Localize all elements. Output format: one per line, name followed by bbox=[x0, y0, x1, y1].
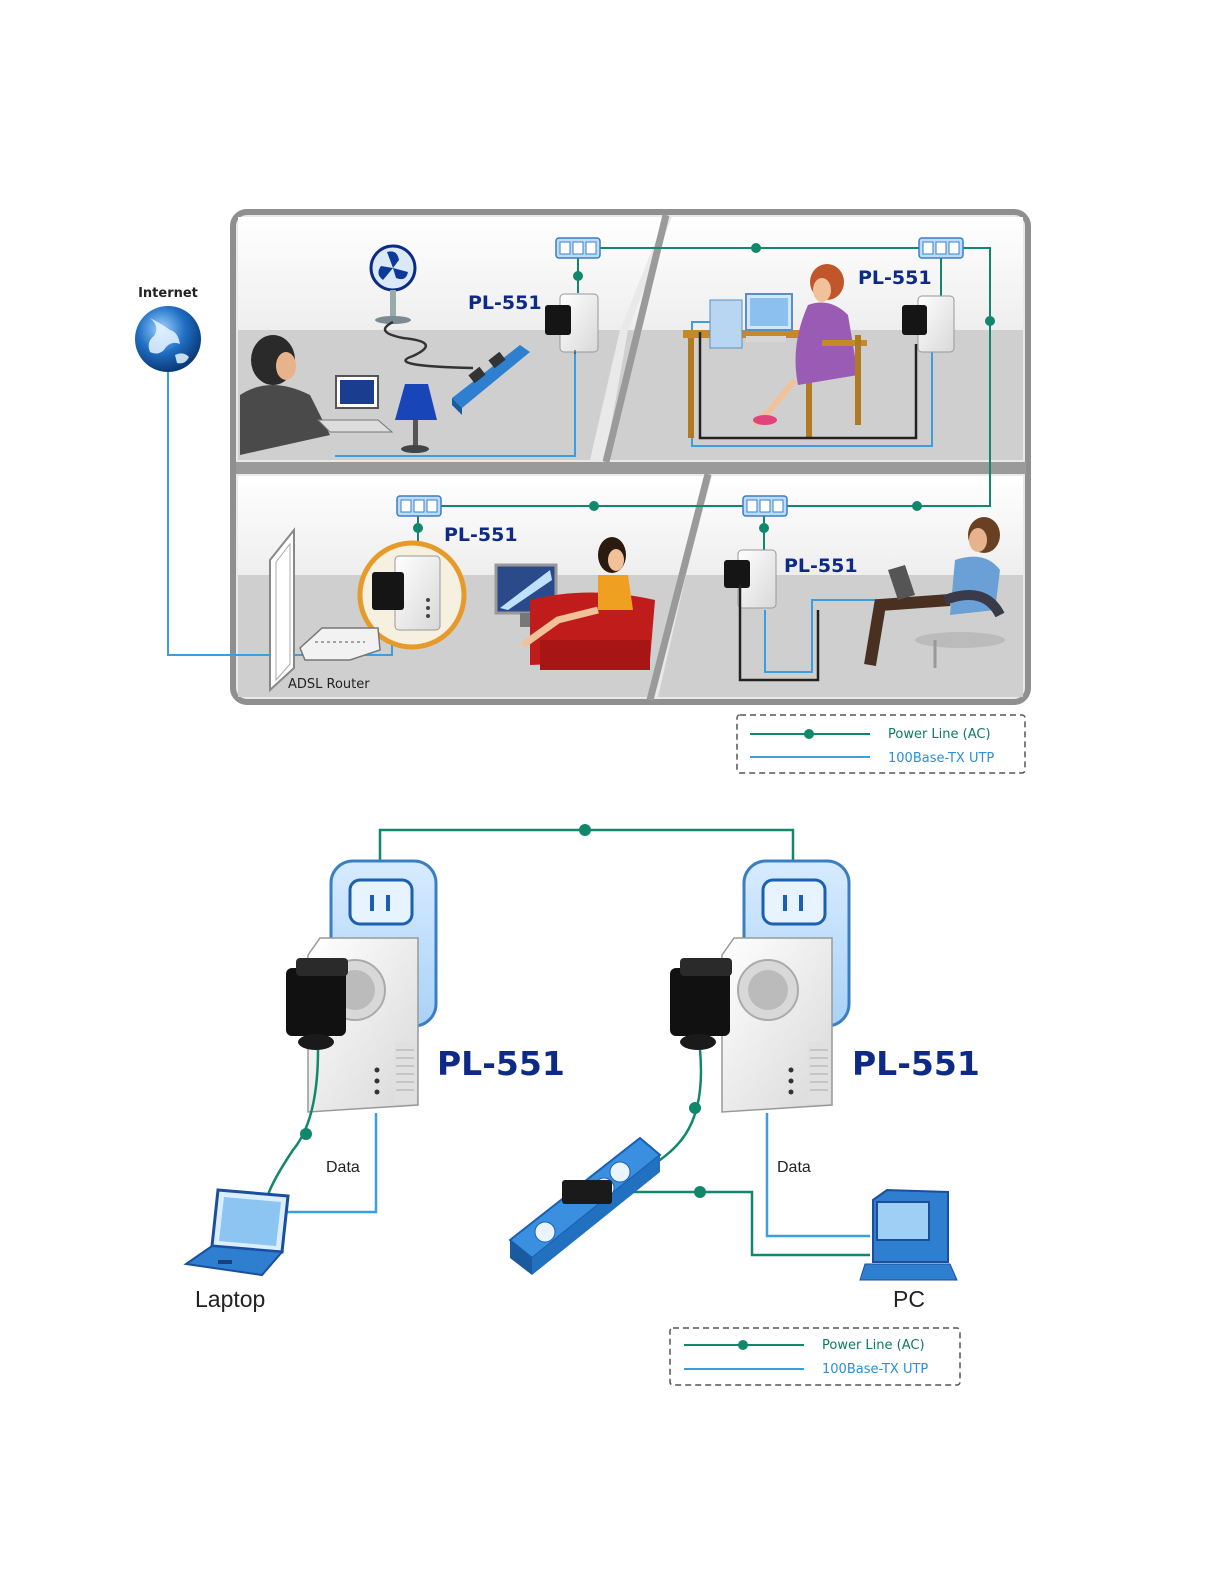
floor-divider bbox=[236, 462, 1026, 474]
outlet-icon bbox=[397, 496, 441, 516]
adapter-label-topleft: PL-551 bbox=[468, 292, 542, 314]
adapter-label-topright: PL-551 bbox=[858, 267, 932, 289]
plc-adapter-left bbox=[286, 938, 418, 1112]
ac-node bbox=[694, 1186, 706, 1198]
door-icon bbox=[270, 530, 294, 690]
direct-connection-diagram: PL-551 PL-551 D bbox=[186, 824, 980, 1385]
ac-line-pc bbox=[612, 1192, 870, 1255]
legend-utp-label: 100Base-TX UTP bbox=[822, 1362, 928, 1377]
adapter-label-left: PL-551 bbox=[437, 1044, 565, 1083]
legend-utp-label: 100Base-TX UTP bbox=[888, 751, 994, 766]
adapter-label-bottomright: PL-551 bbox=[784, 555, 858, 577]
power-strip-icon bbox=[510, 1138, 660, 1275]
ac-node bbox=[751, 243, 761, 253]
ac-node bbox=[413, 523, 423, 533]
adapter-label-right: PL-551 bbox=[852, 1044, 980, 1083]
home-network-diagram: Internet bbox=[135, 212, 1028, 773]
legend-power-line-label: Power Line (AC) bbox=[822, 1338, 925, 1353]
outlet-icon bbox=[556, 238, 600, 258]
data-label-right: Data bbox=[777, 1159, 811, 1176]
outlet-icon bbox=[919, 238, 963, 258]
ac-node bbox=[912, 501, 922, 511]
legend-bottom: Power Line (AC) 100Base-TX UTP bbox=[670, 1328, 960, 1385]
pc-label: PC bbox=[893, 1286, 925, 1312]
legend-power-line-label: Power Line (AC) bbox=[888, 727, 991, 742]
ac-node bbox=[589, 501, 599, 511]
ac-node bbox=[300, 1128, 312, 1140]
laptop-label: Laptop bbox=[195, 1286, 265, 1312]
internet-label: Internet bbox=[138, 286, 198, 301]
adapter-label-bottomleft: PL-551 bbox=[444, 524, 518, 546]
router-label: ADSL Router bbox=[288, 677, 370, 692]
ac-node bbox=[985, 316, 995, 326]
outlet-icon bbox=[743, 496, 787, 516]
pc-icon bbox=[860, 1190, 957, 1280]
ac-node bbox=[759, 523, 769, 533]
ac-node bbox=[573, 271, 583, 281]
ac-node bbox=[579, 824, 591, 836]
legend-top: Power Line (AC) 100Base-TX UTP bbox=[737, 715, 1025, 773]
laptop-icon bbox=[186, 1190, 288, 1275]
plc-adapter-right bbox=[670, 938, 832, 1112]
internet-globe: Internet bbox=[135, 286, 201, 372]
ac-node bbox=[689, 1102, 701, 1114]
data-label-left: Data bbox=[326, 1159, 360, 1176]
